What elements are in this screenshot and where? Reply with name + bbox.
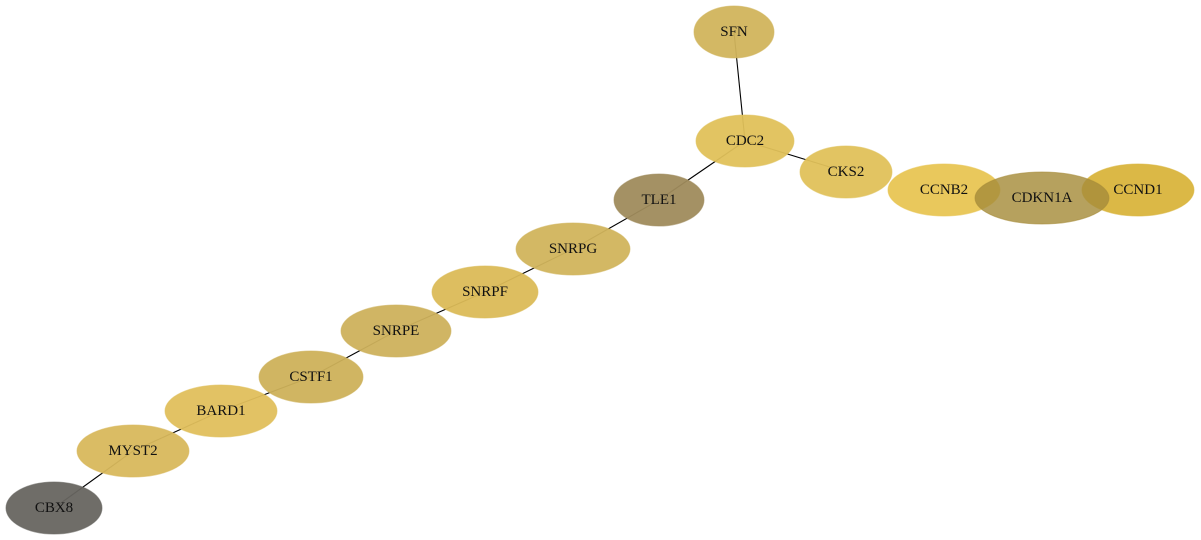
- node-ellipse: [799, 145, 893, 199]
- node-snrpe[interactable]: SNRPE: [340, 304, 452, 358]
- node-cks2[interactable]: CKS2: [799, 145, 893, 199]
- node-ellipse: [695, 114, 795, 168]
- node-ellipse: [613, 173, 705, 227]
- node-label: CCNB2: [920, 182, 968, 198]
- node-ellipse: [431, 265, 539, 319]
- node-ellipse: [693, 5, 775, 59]
- node-label: BARD1: [196, 403, 245, 419]
- node-ellipse: [5, 481, 103, 535]
- node-cstf1[interactable]: CSTF1: [258, 350, 364, 404]
- node-ccnd1[interactable]: CCND1: [1081, 163, 1195, 217]
- node-ellipse: [340, 304, 452, 358]
- node-label: CDKN1A: [1012, 190, 1073, 206]
- node-label: CCND1: [1113, 182, 1162, 198]
- node-label: SFN: [720, 24, 748, 40]
- node-myst2[interactable]: MYST2: [76, 424, 190, 478]
- node-ccnb2[interactable]: CCNB2: [887, 163, 1001, 217]
- node-label: CKS2: [828, 164, 865, 180]
- node-cdc2[interactable]: CDC2: [695, 114, 795, 168]
- node-ellipse: [515, 222, 631, 276]
- node-sfn[interactable]: SFN: [693, 5, 775, 59]
- node-ellipse: [974, 171, 1110, 225]
- node-label: CSTF1: [289, 369, 332, 385]
- node-label: SNRPF: [462, 284, 508, 300]
- node-snrpf[interactable]: SNRPF: [431, 265, 539, 319]
- node-bard1[interactable]: BARD1: [164, 384, 278, 438]
- node-label: CBX8: [35, 500, 73, 516]
- node-label: SNRPG: [549, 241, 598, 257]
- node-label: SNRPE: [373, 323, 420, 339]
- node-cdkn1a[interactable]: CDKN1A: [974, 171, 1110, 225]
- node-tle1[interactable]: TLE1: [613, 173, 705, 227]
- node-label: MYST2: [108, 443, 157, 459]
- node-label: CDC2: [726, 133, 764, 149]
- node-ellipse: [258, 350, 364, 404]
- node-ellipse: [76, 424, 190, 478]
- node-snrpg[interactable]: SNRPG: [515, 222, 631, 276]
- node-cbx8[interactable]: CBX8: [5, 481, 103, 535]
- node-label: TLE1: [642, 192, 677, 208]
- node-ellipse: [164, 384, 278, 438]
